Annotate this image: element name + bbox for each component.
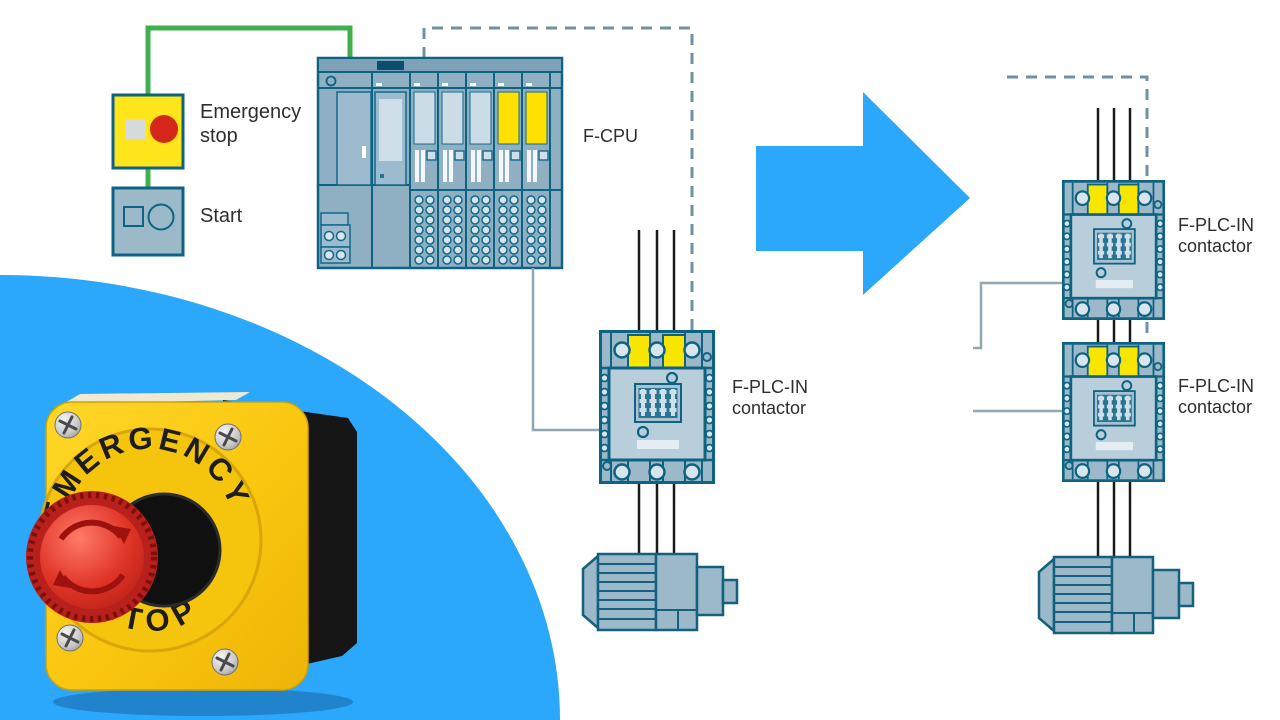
rotation-arrows-icon xyxy=(53,519,131,595)
screw-icon xyxy=(211,648,239,676)
emergency-stop-symbol xyxy=(111,93,185,170)
f-cpu-label: F-CPU xyxy=(583,126,638,146)
plc-rack-graphic xyxy=(316,56,564,270)
start-button-symbol xyxy=(111,186,185,257)
arrow-right-icon xyxy=(756,92,970,295)
motor-wires-left xyxy=(637,484,676,555)
screw-icon xyxy=(54,411,82,439)
failsafe-module-yellow xyxy=(525,91,548,145)
green-wire xyxy=(145,25,353,188)
start-label: Start xyxy=(200,205,243,227)
feedback-wires-right xyxy=(973,281,1062,413)
estop-slot xyxy=(126,119,146,139)
failsafe-module-yellow xyxy=(497,91,520,145)
enclosure-top-face xyxy=(63,392,250,404)
photo-shadow xyxy=(53,688,353,716)
estop-red-dot xyxy=(150,115,178,143)
red-mushroom-button xyxy=(26,491,158,623)
contactor-graphic-right-bottom xyxy=(1061,341,1166,482)
screw-icons xyxy=(54,411,242,676)
contactor-label-left: F-PLC-IN contactor xyxy=(732,377,808,419)
dashed-signal-line-right xyxy=(1007,75,1149,340)
contactor-label-right-1: F-PLC-IN contactor xyxy=(1178,215,1254,257)
supply-wires-left xyxy=(637,230,676,331)
motor-graphic-left xyxy=(581,552,739,632)
plc-to-contactor-wire xyxy=(531,268,599,432)
contactor-graphic-left xyxy=(598,330,716,484)
series-wires-right xyxy=(1096,320,1132,343)
emergency-stop-label: Emergency stop xyxy=(200,101,302,147)
screw-icon xyxy=(56,624,84,652)
motor-graphic-right xyxy=(1037,555,1195,635)
contactor-label-right-2: F-PLC-IN contactor xyxy=(1178,376,1254,418)
supply-wires-right xyxy=(1096,108,1132,181)
knurled-edge xyxy=(27,492,157,622)
motor-wires-right xyxy=(1096,482,1132,558)
emergency-stop-photo: EMERGENCY STOP xyxy=(26,392,357,716)
contactor-graphic-right-top xyxy=(1061,179,1166,320)
screw-icon xyxy=(214,423,242,451)
